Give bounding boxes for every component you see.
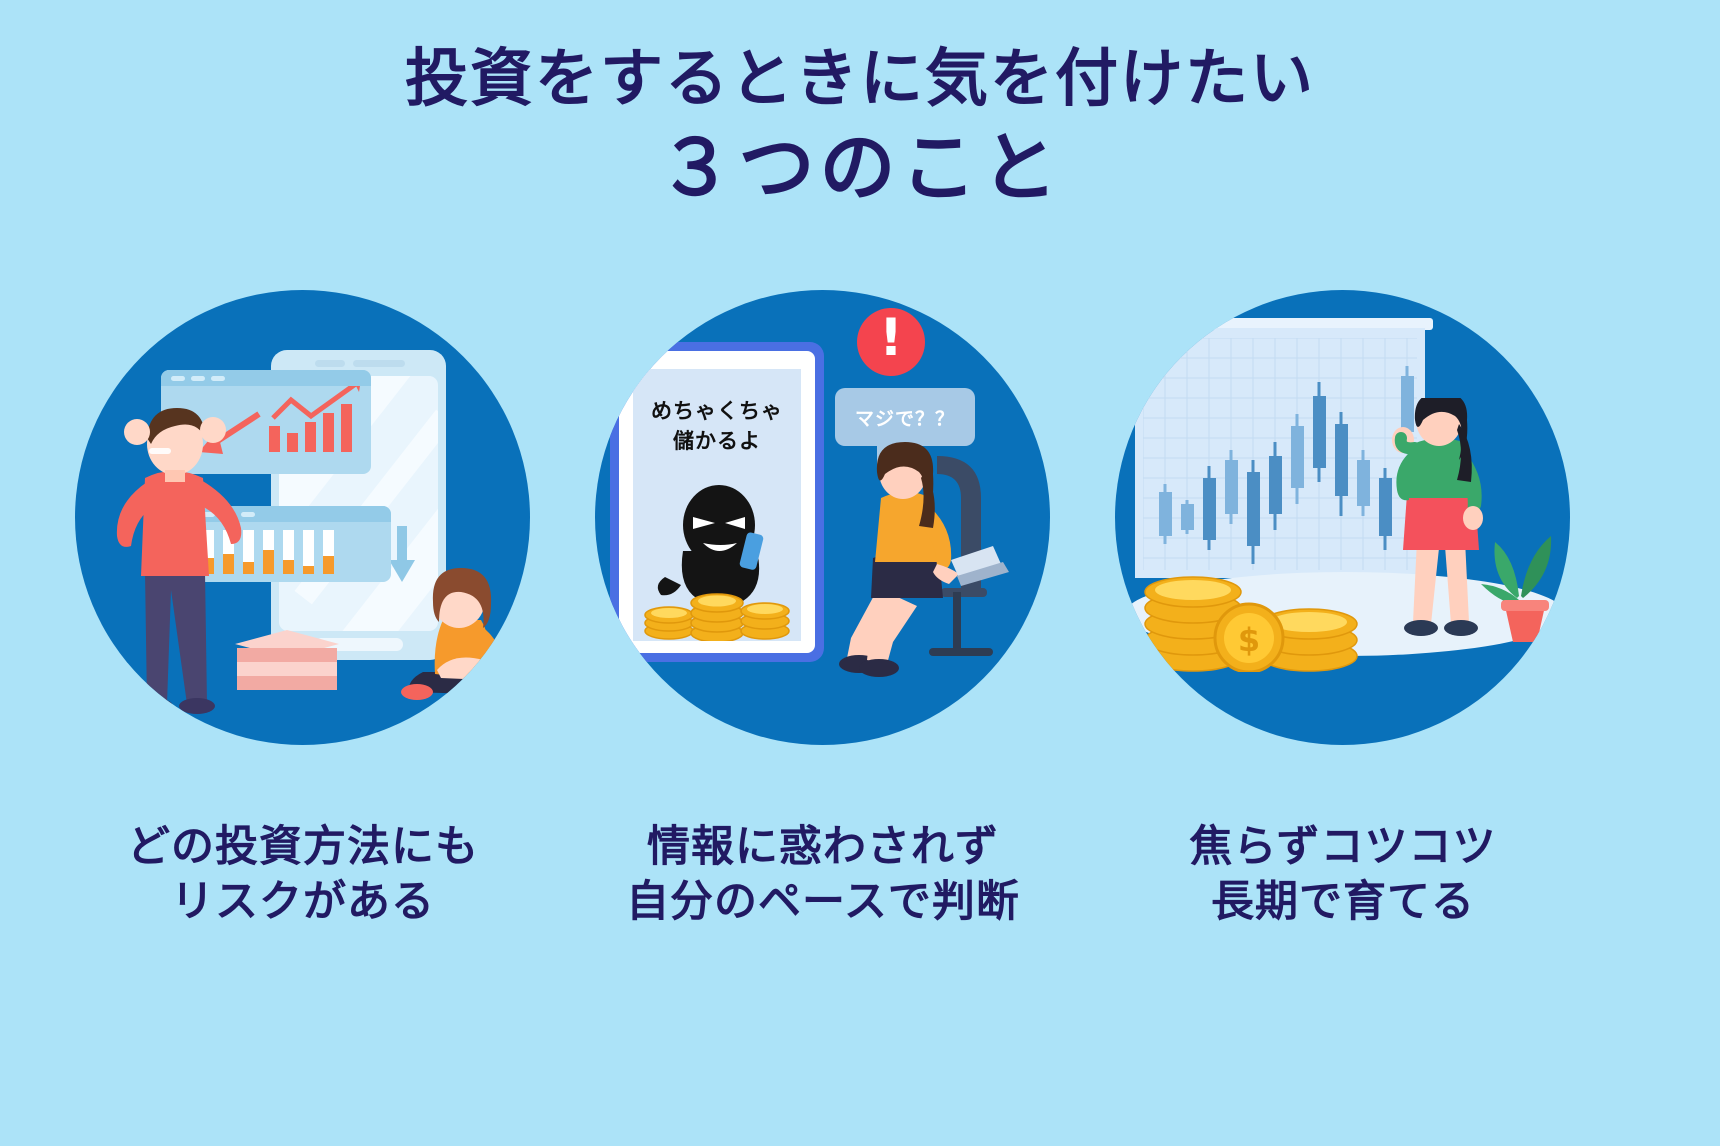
standing-man-holding-head: [116, 408, 242, 714]
dollar-sign-icon: $: [1238, 621, 1260, 659]
scammer-silhouette-icon: [657, 485, 764, 601]
caption-risk-line-1: どの投資方法にも: [127, 822, 479, 872]
window-dot-2: [191, 376, 205, 381]
window-dot-6: [241, 512, 255, 517]
caption-risk-line-2: リスクがある: [171, 877, 435, 928]
gold-coin-stacks: $: [1144, 576, 1358, 672]
scam-ad-text: めちゃくちゃ 儲かるよ: [633, 397, 801, 457]
title-line-1: 投資をするときに気を付けたい: [405, 42, 1315, 115]
caption-longterm-line-1: 焦らずコツコツ: [1189, 822, 1497, 872]
standing-woman-presenter: [1392, 398, 1483, 636]
caption-risk: どの投資方法にも リスクがある: [53, 820, 553, 930]
stack-of-books: [235, 630, 339, 690]
window-dot-1: [171, 376, 185, 381]
speech-bubble-text: マジで？？: [854, 407, 955, 430]
sitting-woman-knees-up: [401, 568, 506, 700]
phone-home-indicator: [315, 638, 403, 651]
candlestick-chart: [1143, 338, 1417, 570]
down-arrow-icon-2: [389, 526, 415, 582]
presentation-board-top-rail: [1127, 318, 1433, 330]
scam-ad-line-1: めちゃくちゃ: [651, 399, 783, 423]
page-title: 投資をするときに気を付けたい ３つのこと: [0, 42, 1720, 215]
illustration-clip-information: めちゃくちゃ 儲かるよ: [595, 290, 1050, 745]
tablet-device: めちゃくちゃ 儲かるよ: [610, 342, 824, 662]
presentation-board: [1135, 328, 1425, 578]
phone-status-bar: [353, 360, 405, 367]
orange-bar-chart: [203, 530, 334, 574]
gold-coin-pile-icon: [644, 593, 790, 641]
window-dot-4: [201, 512, 215, 517]
exclamation-mark: !: [879, 308, 903, 368]
woman-with-laptop-on-chair: [839, 442, 1009, 677]
caption-information: 情報に惑わされず 自分のペースで判断: [573, 820, 1073, 930]
caption-information-line-1: 情報に惑わされず: [647, 822, 999, 872]
illustration-circle-information: めちゃくちゃ 儲かるよ: [595, 290, 1050, 745]
window-titlebar-2: [191, 506, 391, 522]
caption-information-line-2: 自分のペースで判断: [626, 877, 1020, 928]
illustration-circle-longterm: $: [1115, 290, 1570, 745]
caption-longterm-line-2: 長期で育てる: [1211, 877, 1475, 928]
window-dot-3: [211, 376, 225, 381]
illustration-clip-risk: [75, 290, 530, 745]
title-line-2: ３つのこと: [657, 123, 1063, 213]
illustration-circle-risk: [75, 290, 530, 745]
caption-longterm: 焦らずコツコツ 長期で育てる: [1093, 820, 1593, 930]
tablet-bezel: めちゃくちゃ 儲かるよ: [619, 351, 815, 653]
speech-bubble: マジで？？: [835, 388, 975, 466]
phone-speaker-icon: [315, 360, 345, 367]
illustration-clip-longterm: $: [1115, 290, 1570, 745]
tablet-screen: めちゃくちゃ 儲かるよ: [633, 369, 801, 641]
window-titlebar-1: [161, 370, 371, 386]
exclamation-badge: !: [857, 308, 925, 376]
scam-ad-line-2: 儲かるよ: [673, 428, 761, 453]
potted-plant-icon: [1481, 536, 1552, 642]
